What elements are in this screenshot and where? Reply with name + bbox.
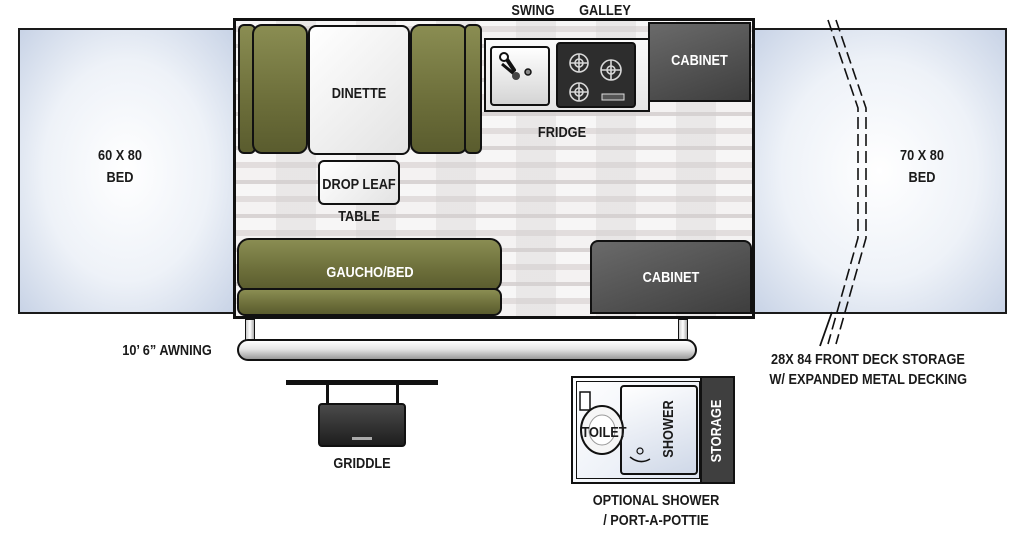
cabinet-top-label: CABINET <box>671 52 728 69</box>
dinette-seat-left-cushion <box>252 24 308 154</box>
griddle-stand <box>286 380 438 385</box>
front-deck-dashed-outline <box>827 19 867 345</box>
awning-roller <box>237 339 697 361</box>
dinette-table <box>308 25 410 155</box>
gaucho-bed-base <box>237 288 502 316</box>
cabinet-top <box>648 22 751 102</box>
front-deck-leader-line <box>819 311 833 347</box>
faucet-icon <box>499 52 532 80</box>
awning-post-right <box>678 319 688 341</box>
optional-label-line1: OPTIONAL SHOWER <box>592 492 720 509</box>
griddle-leg-left <box>326 384 329 404</box>
storage-compartment <box>700 376 735 484</box>
awning-post-left <box>245 319 255 341</box>
toilet-icon <box>579 391 624 455</box>
shower-label: SHOWER <box>660 400 677 458</box>
griddle <box>318 403 406 447</box>
stove-burners-icon <box>569 53 625 102</box>
cabinet-bottom <box>590 240 752 314</box>
optional-label-line2: / PORT-A-POTTIE <box>603 512 709 529</box>
bed-left-label-size: 60 X 80 <box>98 147 142 164</box>
awning-label: 10’ 6” AWNING <box>122 342 212 359</box>
gaucho-label: GAUCHO/BED <box>326 264 414 281</box>
galley-label: GALLEY <box>579 2 631 19</box>
drop-leaf-table <box>318 160 400 205</box>
griddle-label: GRIDDLE <box>333 455 391 472</box>
table-label: TABLE <box>338 208 380 225</box>
bed-right <box>752 28 1007 314</box>
fridge-label: FRIDGE <box>537 124 587 141</box>
dinette-seat-right <box>464 24 482 154</box>
dinette-label: DINETTE <box>331 85 387 102</box>
dinette-seat-right-cushion <box>410 24 468 154</box>
front-deck-label-line2: W/ EXPANDED METAL DECKING <box>769 371 968 388</box>
griddle-leg-right <box>396 384 399 404</box>
front-deck-label-line1: 28X 84 FRONT DECK STORAGE <box>771 351 965 368</box>
griddle-handle <box>352 437 372 440</box>
bed-left-label-bed: BED <box>106 169 134 186</box>
cabinet-bottom-label: CABINET <box>642 269 700 286</box>
swing-label: SWING <box>511 2 555 19</box>
shower-pan <box>620 385 698 475</box>
drop-leaf-label: DROP LEAF <box>322 176 396 193</box>
shower-drain-icon <box>629 447 651 463</box>
toilet-label: TOILET <box>581 424 627 441</box>
bed-right-label-size: 70 X 80 <box>900 147 944 164</box>
bed-right-label-bed: BED <box>908 169 936 186</box>
storage-label: STORAGE <box>708 399 725 463</box>
bed-left <box>18 28 235 314</box>
